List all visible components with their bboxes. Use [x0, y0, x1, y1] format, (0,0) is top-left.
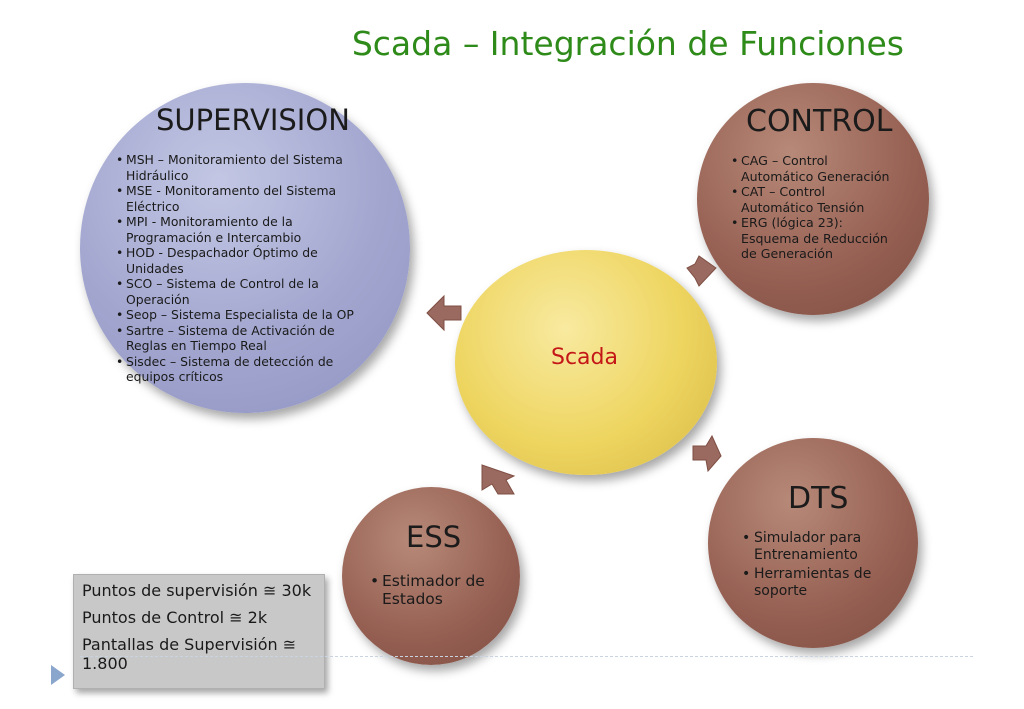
scada-circle	[455, 250, 717, 475]
ess-title: ESS	[406, 520, 462, 554]
stat-supervision-points: Puntos de supervisión ≅ 30k	[82, 581, 312, 600]
arrow-to-ess	[481, 464, 516, 495]
list-item: MSH – Monitoramiento del Sistema Hidrául…	[116, 152, 366, 183]
list-item: Herramientas de soporte	[742, 566, 899, 599]
list-item: Sartre – Sistema de Activación de Reglas…	[116, 323, 366, 354]
stat-supervision-screens: Pantallas de Supervisión ≅ 1.800	[82, 635, 297, 673]
list-item: HOD - Despachador Óptimo de Unidades	[116, 245, 366, 276]
control-title: CONTROL	[746, 104, 893, 139]
list-item: Estimador de Estados	[370, 572, 492, 608]
dts-list: Simulador para Entrenamiento Herramienta…	[742, 530, 899, 602]
list-item: MPI - Monitoramiento de la Programación …	[116, 214, 366, 245]
list-item: MSE - Monitoramento del Sistema Eléctric…	[116, 183, 366, 214]
slide-title: Scada – Integración de Funciones	[351, 24, 904, 63]
list-item: CAG – Control Automático Generación	[731, 153, 901, 184]
list-item: CAT – Control Automático Tensión	[731, 184, 901, 215]
arrow-to-dts	[692, 434, 722, 473]
stats-box: Puntos de supervisión ≅ 30k Puntos de Co…	[73, 574, 325, 689]
list-item: Seop – Sistema Especialista de la OP	[116, 307, 366, 323]
list-item: SCO – Sistema de Control de la Operación	[116, 276, 366, 307]
supervision-list: MSH – Monitoramiento del Sistema Hidrául…	[116, 152, 366, 385]
arrow-to-supervision	[426, 294, 462, 332]
dts-title: DTS	[788, 481, 849, 516]
list-item: ERG (lógica 23): Esquema de Reducción de…	[731, 215, 901, 262]
scada-label: Scada	[551, 345, 618, 370]
ess-list: Estimador de Estados	[370, 572, 492, 608]
arrow-to-control	[686, 255, 717, 287]
triangle-bullet-icon	[51, 665, 65, 685]
control-list: CAG – Control Automático Generación CAT …	[731, 153, 901, 262]
footer-divider	[80, 656, 973, 657]
list-item: Sisdec – Sistema de detección de equipos…	[116, 354, 366, 385]
stat-control-points: Puntos de Control ≅ 2k	[82, 608, 268, 627]
list-item: Simulador para Entrenamiento	[742, 530, 899, 563]
supervision-title: SUPERVISION	[156, 103, 350, 137]
